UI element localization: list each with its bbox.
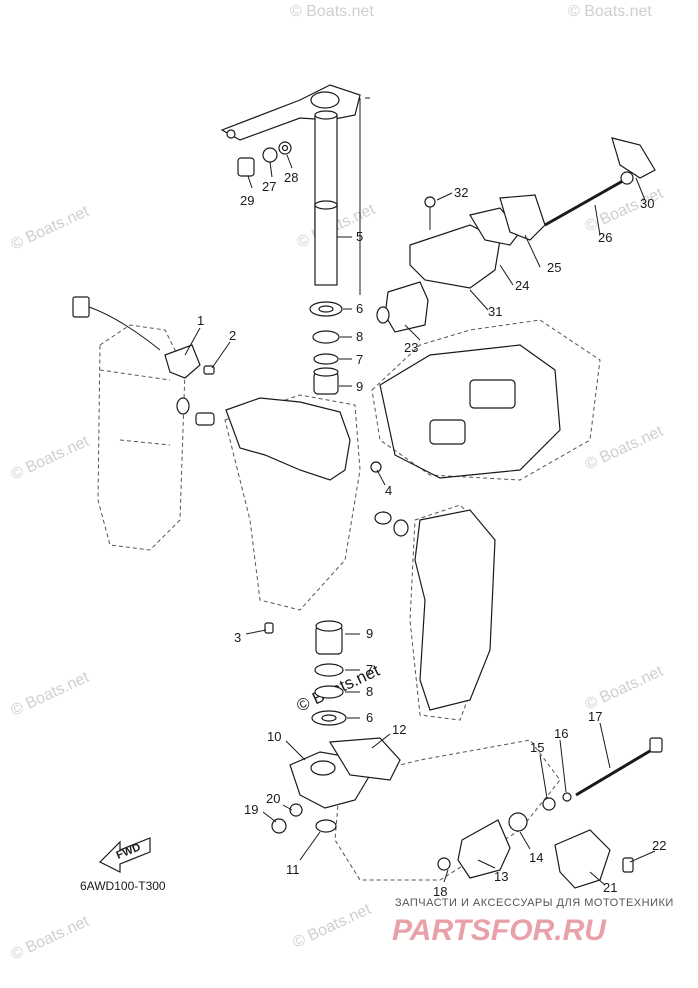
left-bracket-assembly xyxy=(72,296,215,426)
callout-10: 10 xyxy=(267,729,281,744)
watermark: © Boats.net xyxy=(568,3,652,20)
watermark: © Boats.net xyxy=(9,669,93,720)
engine-base-outline xyxy=(379,344,561,479)
callout-16: 16 xyxy=(554,726,568,741)
callout-labels: 1 2 3 4 5 6 8 7 9 9 7 8 6 10 11 12 13 14… xyxy=(197,170,666,899)
callout-2: 2 xyxy=(229,328,236,343)
watermark: © Boats.net xyxy=(583,663,667,714)
watermark: © Boats.net xyxy=(9,203,93,254)
leader-lines xyxy=(184,154,656,886)
brand-tagline: ЗАПЧАСТИ И АКСЕССУАРЫ ДЛЯ МОТОТЕХНИКИ xyxy=(395,897,674,909)
callout-7: 7 xyxy=(366,662,373,677)
callout-21: 21 xyxy=(603,880,617,895)
callout-20: 20 xyxy=(266,791,280,806)
swivel-bracket xyxy=(225,397,409,634)
callout-12: 12 xyxy=(392,722,406,737)
callout-11: 11 xyxy=(286,862,300,877)
callout-28: 28 xyxy=(284,170,298,185)
callout-24: 24 xyxy=(515,278,529,293)
callout-17: 17 xyxy=(588,709,602,724)
callout-6: 6 xyxy=(366,710,373,725)
watermark: © Boats.net xyxy=(9,433,93,484)
callout-1: 1 xyxy=(197,313,204,328)
fwd-arrow-icon: FWD xyxy=(98,837,151,873)
callout-9: 9 xyxy=(356,379,363,394)
callout-19: 19 xyxy=(244,802,258,817)
callout-4: 4 xyxy=(385,483,392,498)
callout-23: 23 xyxy=(404,340,418,355)
callout-26: 26 xyxy=(598,230,612,245)
fittings-27-28-29 xyxy=(237,141,292,177)
lower-bolt-assembly xyxy=(542,737,663,889)
steering-shaft xyxy=(314,97,370,295)
lower-mount-assembly xyxy=(271,737,401,834)
callout-5: 5 xyxy=(356,229,363,244)
callout-9: 9 xyxy=(366,626,373,641)
callout-30: 30 xyxy=(640,196,654,211)
callout-22: 22 xyxy=(652,838,666,853)
watermark: © Boats.net xyxy=(583,423,667,474)
callout-14: 14 xyxy=(529,850,543,865)
diagram-code: 6AWD100-T300 xyxy=(80,879,166,893)
steering-arm xyxy=(220,84,361,141)
callout-32: 32 xyxy=(454,185,468,200)
callout-7: 7 xyxy=(356,352,363,367)
callout-6: 6 xyxy=(356,301,363,316)
lower-rubber-mount xyxy=(437,812,528,879)
watermark: © Boats.net xyxy=(291,901,375,952)
callout-31: 31 xyxy=(488,304,502,319)
callout-18: 18 xyxy=(433,884,447,899)
callout-3: 3 xyxy=(234,630,241,645)
callout-13: 13 xyxy=(494,869,508,884)
brand-logo: PARTSFOR.RU xyxy=(392,914,607,947)
right-clamp-bracket xyxy=(414,509,496,711)
watermark: © Boats.net xyxy=(290,3,374,20)
callout-27: 27 xyxy=(262,179,276,194)
through-bolt-assembly xyxy=(544,137,656,227)
upper-mount-assembly xyxy=(376,194,546,333)
callout-8: 8 xyxy=(366,684,373,699)
callout-8: 8 xyxy=(356,329,363,344)
lower-bushing-stack xyxy=(311,620,347,726)
callout-29: 29 xyxy=(240,193,254,208)
callout-25: 25 xyxy=(547,260,561,275)
callout-15: 15 xyxy=(530,740,544,755)
upper-bushing-stack xyxy=(309,301,343,395)
watermark: © Boats.net xyxy=(9,913,93,964)
